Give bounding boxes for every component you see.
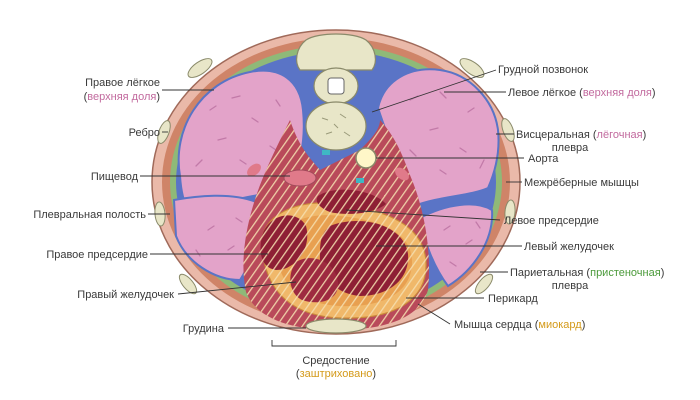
rib-label: Ребро [129, 127, 160, 139]
myocardium-label: Мышца сердца (миокард) [454, 319, 585, 331]
aorta-label: Аорта [528, 153, 559, 165]
right-lung-sub-text: верхняя доля [87, 91, 156, 103]
small-vessels [247, 150, 409, 183]
intercostal-label: Межрёберные мышцы [524, 177, 639, 189]
sternum-label: Грудина [183, 323, 225, 335]
esophagus-label: Пищевод [91, 171, 139, 183]
visceral-pleura-sub-text: лёгочная [597, 129, 643, 141]
mediastinum-sub-label: (заштриховано) [296, 368, 376, 380]
parietal-pleura-text: Париетальная [510, 267, 583, 279]
mediastinum-sub-text: заштриховано [300, 368, 373, 380]
right-lung-label: Правое лёгкое [85, 77, 160, 89]
pleural-cavity-label: Плевральная полость [33, 209, 146, 221]
aorta-shape [355, 147, 377, 169]
left-ventricle-label: Левый желудочек [524, 241, 614, 253]
leader-lines [140, 69, 524, 347]
visceral-pleura-label-2: плевра [552, 142, 589, 154]
esophagus-shape [283, 169, 317, 187]
parietal-pleura-label: Париетальная (пристеночная) [510, 267, 664, 279]
right-lung-sub-label: (верхняя доля) [84, 91, 160, 103]
myocardium-text: Мышца сердца [454, 319, 533, 331]
sternum-shape [305, 318, 367, 334]
visceral-pleura-label: Висцеральная (лёгочная) [516, 129, 646, 141]
left-lung-label: Левое лёгкое (верхняя доля) [508, 87, 656, 99]
parietal-pleura-label-2: плевра [552, 280, 589, 292]
left-lung-text: Левое лёгкое [508, 87, 576, 99]
left-lung-sub-text: верхняя доля [583, 87, 652, 99]
right-ventricle-label: Правый желудочек [77, 289, 174, 301]
vertebra [296, 33, 376, 151]
pericardium-label: Перикард [488, 293, 538, 305]
visceral-pleura-text: Висцеральная [516, 129, 590, 141]
left-lung-lower [418, 203, 494, 288]
parietal-pleura-sub-text: пристеночная [590, 267, 661, 279]
lung-texture [195, 91, 485, 267]
vertebra-label: Грудной позвонок [498, 64, 588, 76]
myocardium-sub-text: миокард [538, 319, 582, 331]
left-atrium-label: Левое предсердие [504, 215, 599, 227]
right-atrium-label: Правое предсердие [46, 249, 148, 261]
mediastinum-label: Средостение [302, 355, 369, 367]
